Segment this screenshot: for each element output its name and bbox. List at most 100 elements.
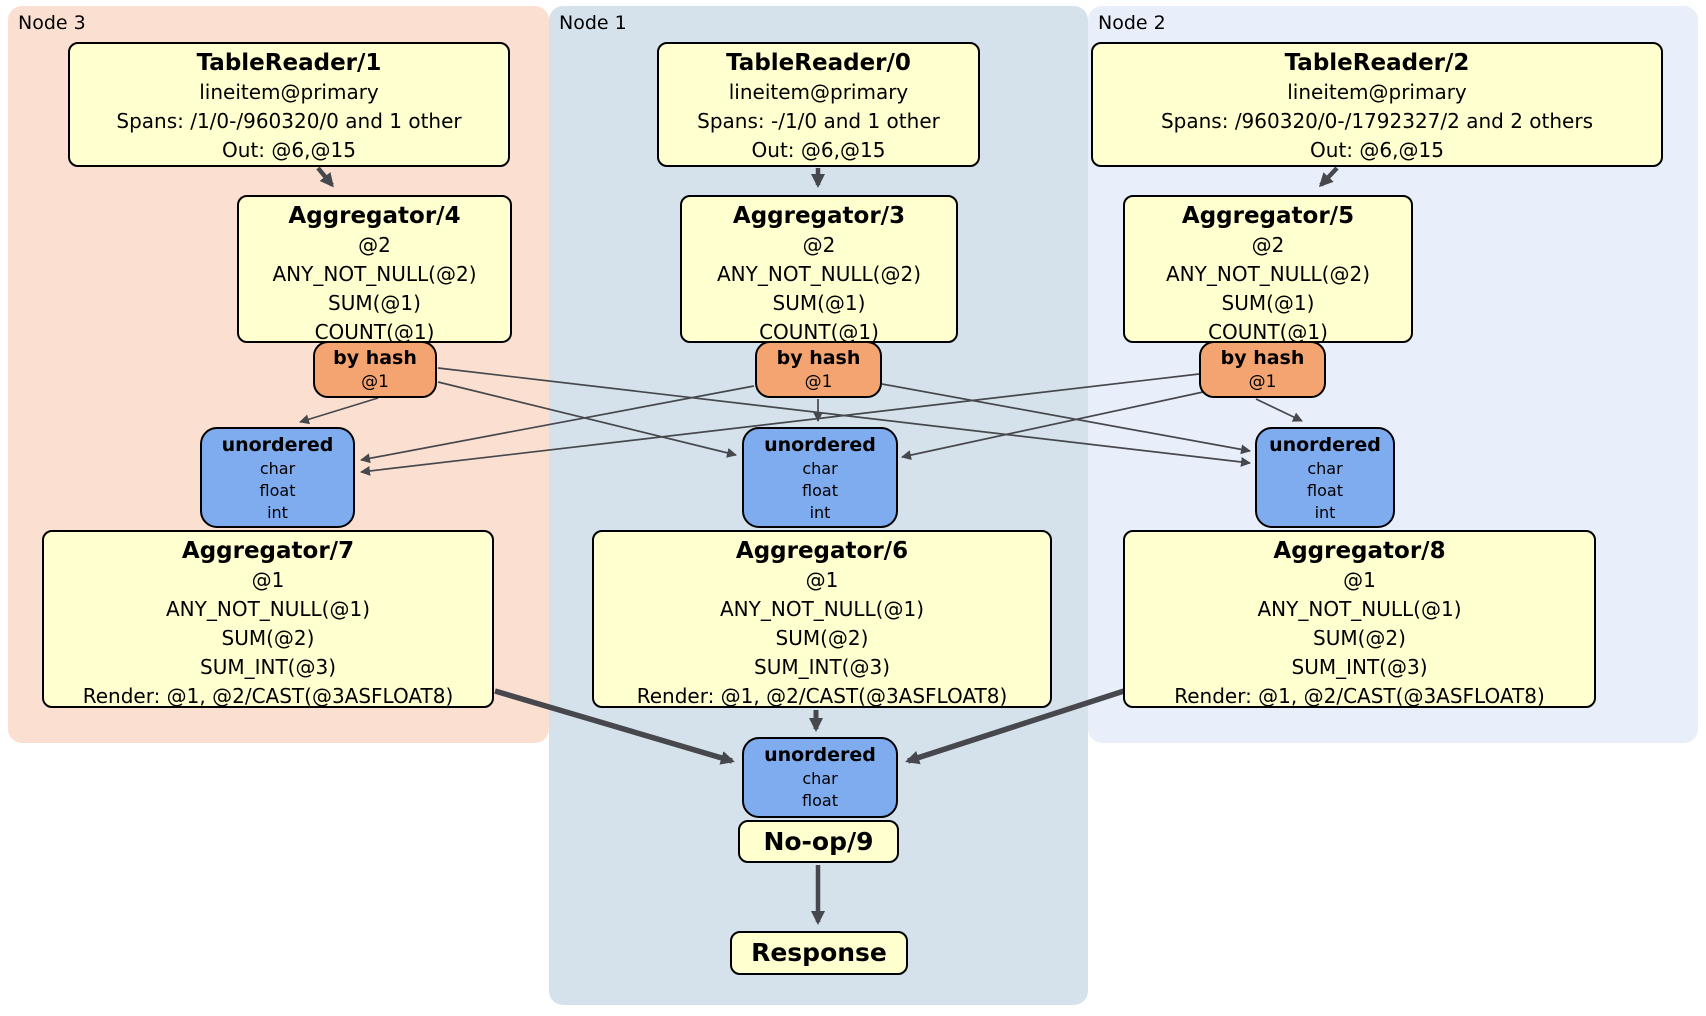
box-line: float (802, 791, 838, 810)
box-line: @2 (802, 233, 836, 257)
box-aggregator-4: Aggregator/4 @2 ANY_NOT_NULL(@2) SUM(@1)… (237, 195, 512, 344)
box-title: unordered (764, 744, 876, 766)
box-title: Aggregator/3 (732, 203, 906, 229)
box-line: @1 (361, 372, 389, 392)
edge-hash1-sync2 (881, 383, 1251, 455)
edge-hash2-sync2 (1255, 398, 1303, 422)
box-title: No-op/9 (763, 826, 874, 856)
box-line: SUM(@1) (328, 291, 421, 315)
box-line: Out: @6,@15 (222, 138, 356, 162)
box-line: Render: @1, @2/CAST(@3ASFLOAT8) (1174, 684, 1545, 708)
box-line: SUM(@2) (1313, 626, 1406, 650)
box-line: Render: @1, @2/CAST(@3ASFLOAT8) (82, 684, 454, 708)
box-unordered-sync-final: unordered char float (742, 737, 898, 818)
box-line: int (809, 503, 831, 522)
box-line: Spans: /1/0-/960320/0 and 1 other (116, 109, 462, 133)
edge-agg8-syncfinal (905, 688, 1125, 765)
box-line: int (1314, 503, 1336, 522)
box-line: lineitem@primary (199, 80, 379, 104)
box-response: Response (730, 931, 908, 975)
edge-hash3-sync3 (299, 397, 379, 425)
box-hash-router-node2: by hash @1 (1199, 341, 1326, 398)
region-node2-label: Node 2 (1098, 12, 1166, 34)
box-line: lineitem@primary (728, 80, 909, 104)
box-aggregator-3: Aggregator/3 @2 ANY_NOT_NULL(@2) SUM(@1)… (680, 195, 958, 344)
region-node1-label: Node 1 (559, 12, 627, 34)
box-title: Aggregator/6 (735, 538, 909, 564)
box-line: float (1307, 481, 1343, 500)
box-line: SUM(@1) (1221, 291, 1315, 315)
box-line: SUM(@1) (772, 291, 866, 315)
box-line: @2 (1251, 233, 1285, 257)
box-title: Aggregator/7 (181, 538, 355, 564)
box-tablereader-2: TableReader/2 lineitem@primary Spans: /9… (1091, 42, 1663, 167)
box-line: @1 (804, 372, 833, 392)
box-line: @1 (251, 568, 285, 592)
edge-hash1-sync3 (360, 385, 755, 464)
box-title: Aggregator/5 (1181, 203, 1355, 229)
box-line: COUNT(@1) (314, 320, 435, 344)
box-aggregator-8: Aggregator/8 @1 ANY_NOT_NULL(@1) SUM(@2)… (1123, 530, 1596, 708)
box-line: float (802, 481, 838, 500)
box-title: TableReader/0 (726, 50, 911, 76)
box-line: int (267, 503, 288, 522)
box-line: float (259, 481, 296, 500)
box-line: lineitem@primary (1287, 80, 1467, 104)
box-title: Response (751, 938, 887, 967)
box-unordered-sync-node3: unordered char float int (200, 427, 355, 528)
box-line: ANY_NOT_NULL(@2) (272, 262, 477, 286)
box-title: TableReader/2 (1284, 50, 1470, 76)
box-noop-9: No-op/9 (738, 820, 899, 863)
box-line: Spans: /960320/0-/1792327/2 and 2 others (1160, 109, 1593, 133)
box-line: SUM(@2) (775, 626, 869, 650)
edge-hash3-sync1 (437, 381, 737, 458)
box-aggregator-6: Aggregator/6 @1 ANY_NOT_NULL(@1) SUM(@2)… (592, 530, 1052, 708)
box-aggregator-7: Aggregator/7 @1 ANY_NOT_NULL(@1) SUM(@2)… (42, 530, 494, 708)
box-line: ANY_NOT_NULL(@2) (1166, 262, 1370, 286)
box-title: unordered (764, 434, 876, 456)
box-unordered-sync-node2: unordered char float int (1255, 427, 1395, 528)
box-aggregator-5: Aggregator/5 @2 ANY_NOT_NULL(@2) SUM(@1)… (1123, 195, 1413, 344)
box-line: @1 (1343, 568, 1376, 592)
region-node3-label: Node 3 (18, 12, 86, 34)
box-title: by hash (333, 347, 417, 369)
box-line: char (802, 769, 838, 788)
box-line: Out: @6,@15 (751, 138, 886, 162)
box-title: Aggregator/4 (288, 203, 461, 229)
box-line: SUM_INT(@3) (200, 655, 336, 679)
box-line: char (1307, 459, 1343, 478)
box-line: COUNT(@1) (759, 320, 879, 344)
box-line: char (259, 459, 296, 478)
box-line: Spans: -/1/0 and 1 other (697, 109, 940, 133)
box-hash-router-node1: by hash @1 (755, 341, 882, 398)
edge-hash2-sync3 (360, 373, 1200, 476)
box-title: TableReader/1 (196, 50, 382, 76)
box-hash-router-node3: by hash @1 (313, 341, 437, 398)
box-line: char (802, 459, 838, 478)
box-title: unordered (1269, 434, 1381, 456)
box-line: @1 (1248, 372, 1277, 392)
box-line: ANY_NOT_NULL(@1) (720, 597, 924, 621)
box-title: by hash (1220, 347, 1305, 369)
box-line: Render: @1, @2/CAST(@3ASFLOAT8) (636, 684, 1008, 708)
box-line: SUM(@2) (221, 626, 315, 650)
box-line: @1 (805, 568, 839, 592)
box-title: Aggregator/8 (1273, 538, 1446, 564)
edge-agg7-syncfinal (494, 688, 735, 765)
edge-hash2-sync1 (901, 391, 1204, 460)
box-line: Out: @6,@15 (1310, 138, 1444, 162)
box-unordered-sync-node1: unordered char float int (742, 427, 898, 528)
box-line: @2 (358, 233, 391, 257)
box-line: ANY_NOT_NULL(@1) (1257, 597, 1462, 621)
box-tablereader-0: TableReader/0 lineitem@primary Spans: -/… (657, 42, 980, 167)
box-line: COUNT(@1) (1208, 320, 1328, 344)
box-line: SUM_INT(@3) (754, 655, 890, 679)
box-line: ANY_NOT_NULL(@2) (717, 262, 921, 286)
edge-tr1-agg4 (316, 166, 334, 188)
box-line: SUM_INT(@3) (1291, 655, 1428, 679)
edge-tr2-agg5 (1318, 166, 1339, 188)
box-title: by hash (776, 347, 861, 369)
box-tablereader-1: TableReader/1 lineitem@primary Spans: /1… (68, 42, 510, 167)
